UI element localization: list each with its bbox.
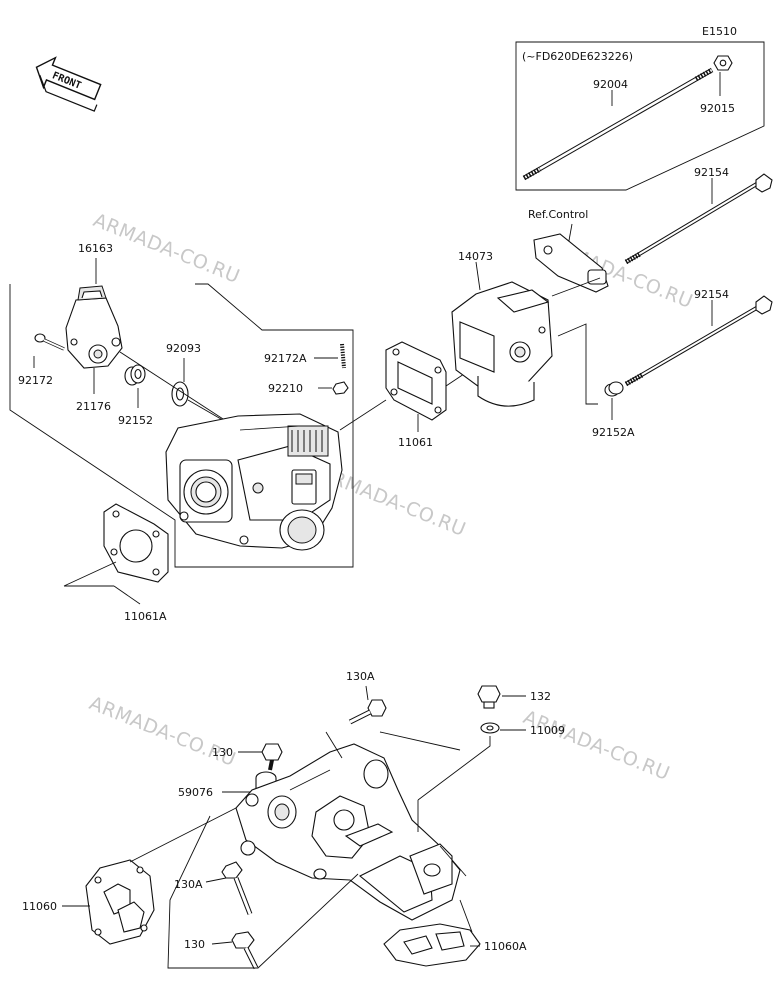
gasket-11060	[85, 859, 155, 945]
label-130A-top: 130A	[346, 670, 375, 683]
label-130-top: 130	[212, 746, 233, 759]
watermark-5: ARMADA-CO.RU	[520, 706, 673, 785]
label-21176: 21176	[76, 400, 111, 413]
label-132: 132	[530, 690, 551, 703]
manifold-14073	[451, 281, 553, 407]
label-92154-lower: 92154	[694, 288, 729, 301]
label-92172: 92172	[18, 374, 53, 387]
label-130-bottom: 130	[184, 938, 205, 951]
gasket-11061A	[103, 503, 169, 583]
label-11061: 11061	[398, 436, 433, 449]
throttle-body	[165, 413, 343, 551]
label-92210: 92210	[268, 382, 303, 395]
watermark-4: ARMADA-CO.RU	[86, 692, 239, 771]
label-11060: 11060	[22, 900, 57, 913]
label-14073: 14073	[458, 250, 493, 263]
nut-92210	[332, 381, 349, 395]
throttle-sensor-21176	[65, 285, 123, 369]
watermark-1: ARMADA-CO.RU	[90, 209, 243, 288]
stud-92172A	[340, 343, 346, 369]
label-92154-upper: 92154	[694, 166, 729, 179]
screw-92172	[34, 333, 65, 351]
label-92093: 92093	[166, 342, 201, 355]
label-92152: 92152	[118, 414, 153, 427]
label-16163: 16163	[78, 242, 113, 255]
bolt-130A-bottom	[221, 861, 253, 915]
gasket-11061	[385, 341, 447, 421]
bolt-92154-upper	[624, 173, 773, 265]
washer-92093	[171, 381, 189, 407]
label-11009: 11009	[530, 724, 565, 737]
bolt-130-bottom	[231, 931, 259, 970]
page-code: E1510	[702, 25, 737, 38]
bolt-130A-top	[348, 699, 387, 725]
label-92152A: 92152A	[592, 426, 635, 439]
collar-92152A	[604, 381, 624, 397]
label-92015: 92015	[700, 102, 735, 115]
label-130A-bottom: 130A	[174, 878, 203, 891]
intake-housing	[235, 743, 461, 921]
serial-variant-box: (~FD620DE623226)	[515, 41, 765, 191]
front-arrow-icon: FRONT	[35, 56, 102, 112]
bolt-132	[477, 685, 501, 709]
serial-note: (~FD620DE623226)	[522, 50, 633, 63]
label-59076: 59076	[178, 786, 213, 799]
bolt-92154-lower	[624, 295, 773, 387]
bolt-130-top	[261, 743, 283, 771]
ref-control-note: Ref.Control	[528, 208, 588, 221]
throttle-assembly-frame	[9, 283, 354, 568]
gasket-11060A	[383, 923, 481, 967]
clip-92152	[124, 364, 146, 386]
label-92172A: 92172A	[264, 352, 307, 365]
label-11061A: 11061A	[124, 610, 167, 623]
label-92004: 92004	[593, 78, 628, 91]
label-11060A: 11060A	[484, 940, 527, 953]
